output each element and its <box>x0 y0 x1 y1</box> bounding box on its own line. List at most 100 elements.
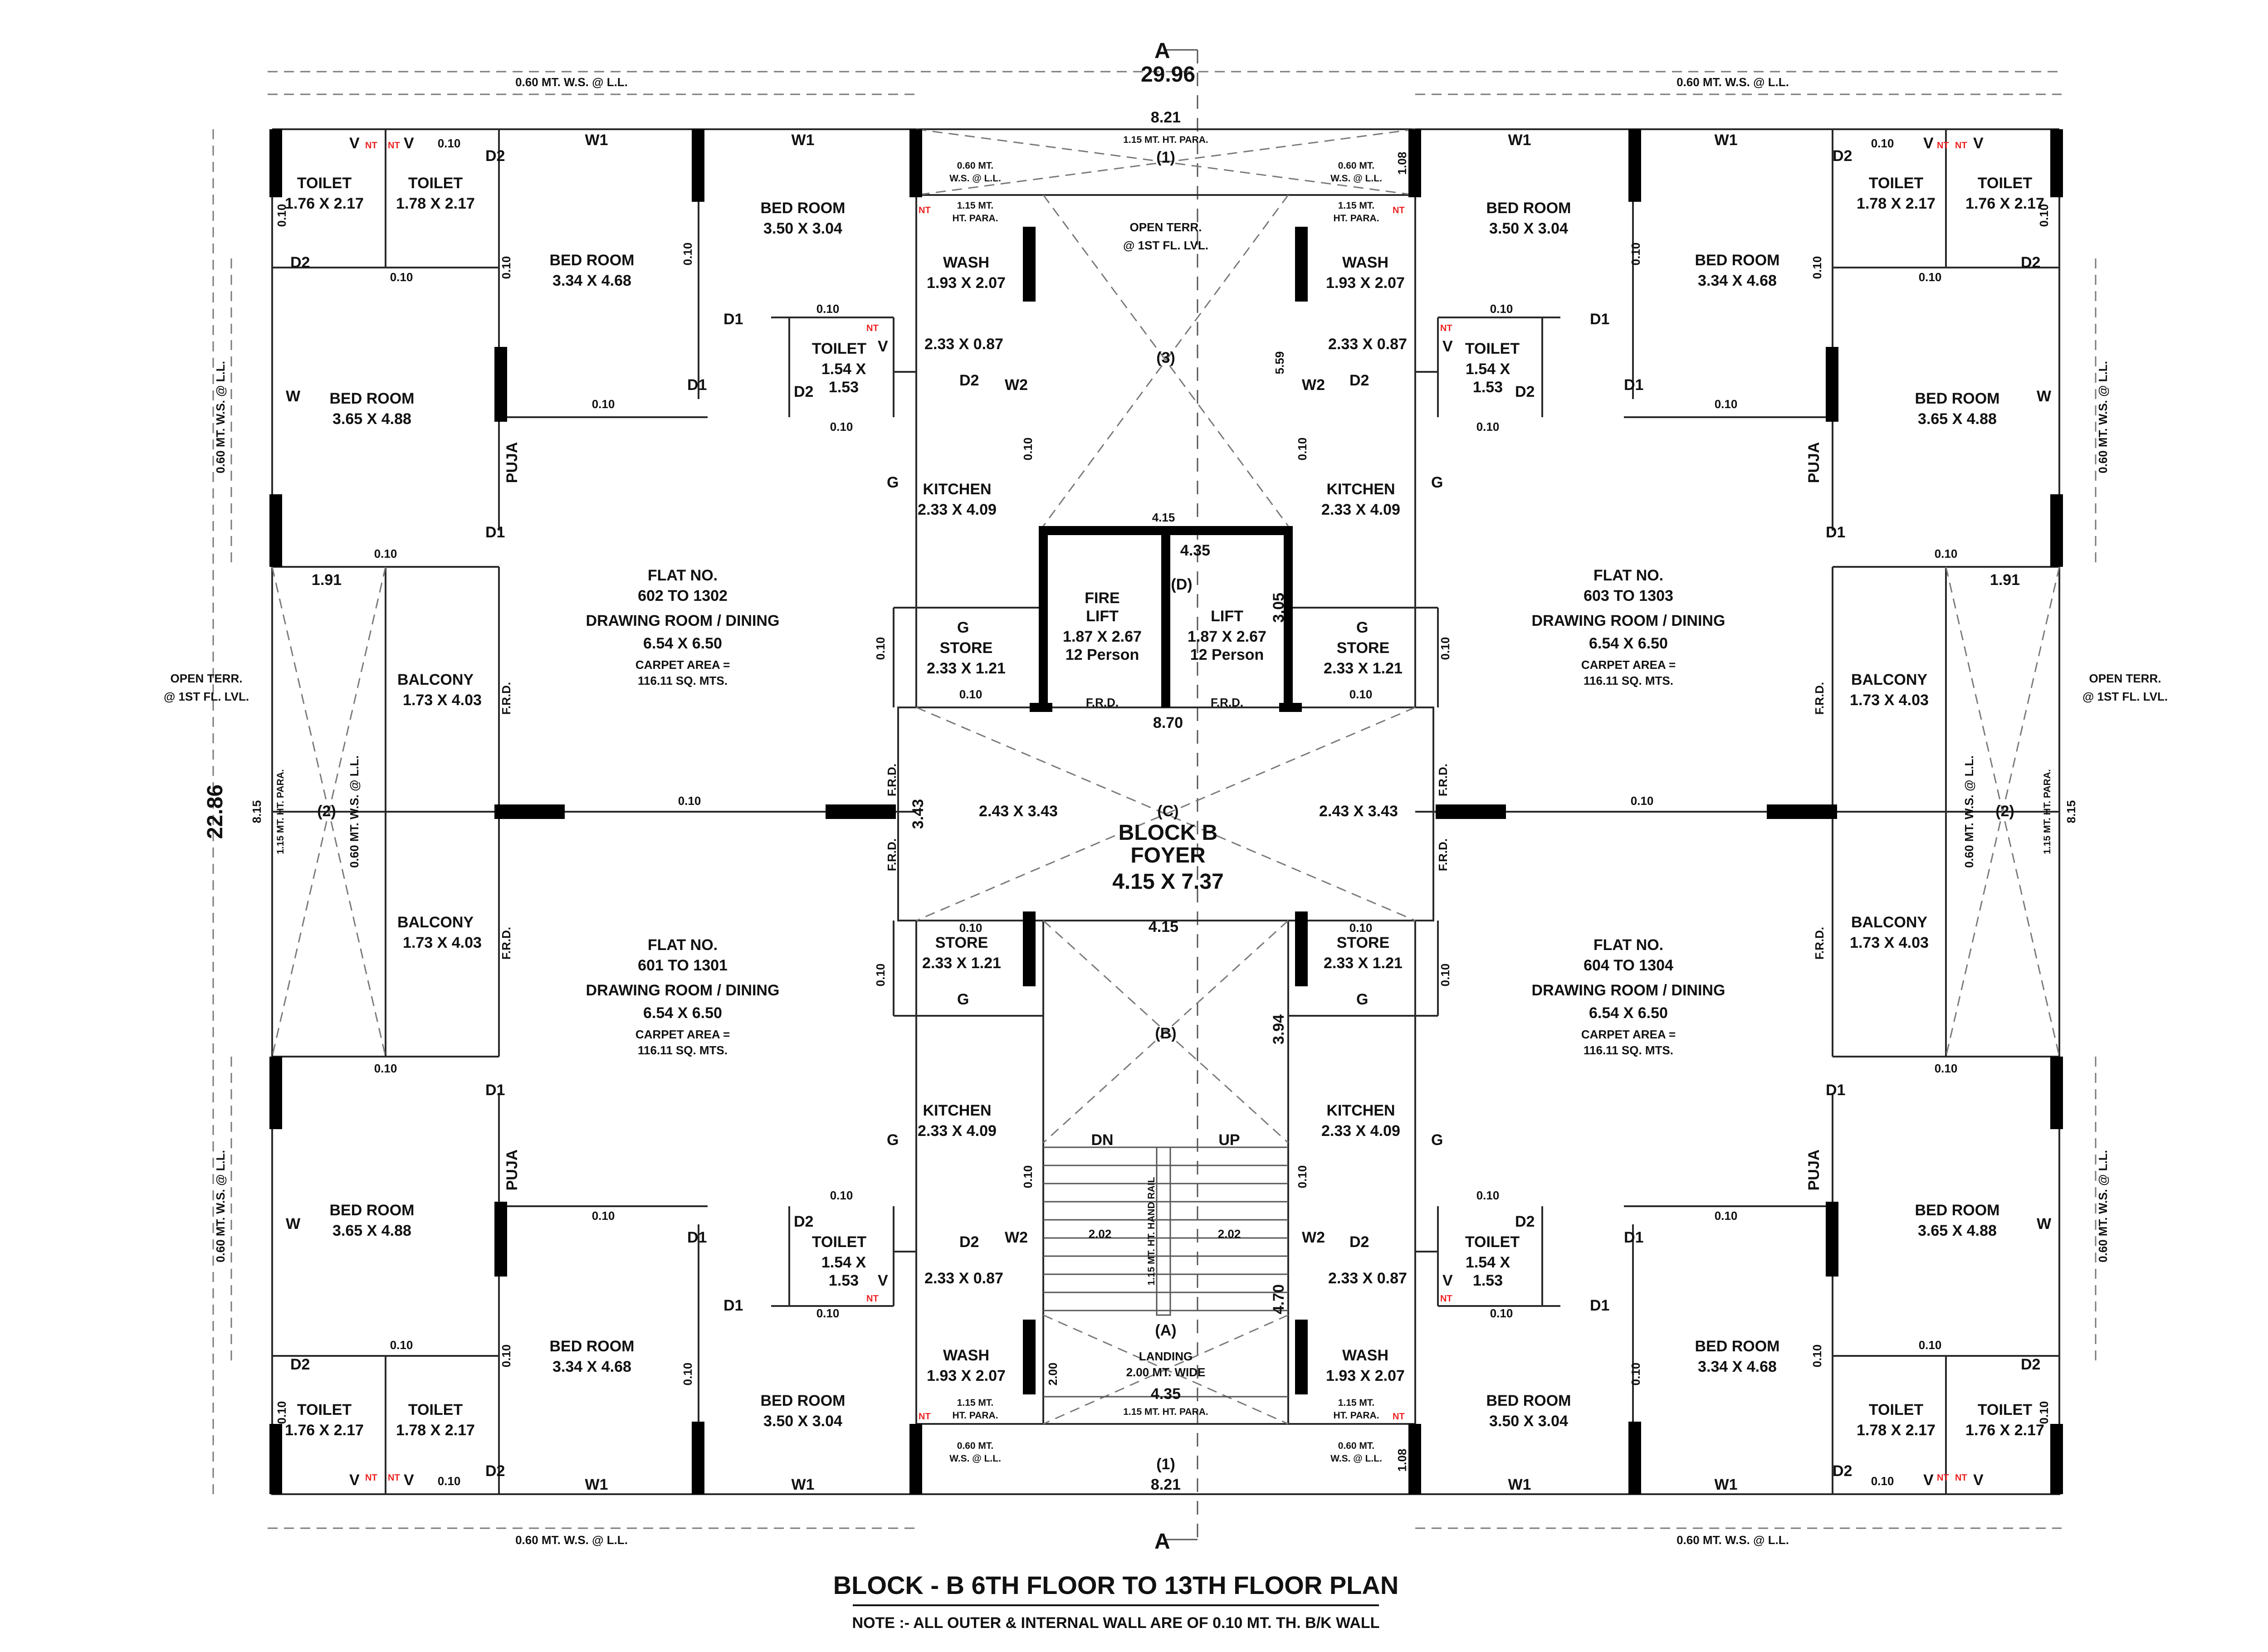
nt-d: NT <box>1393 1412 1405 1422</box>
wash-label: WASH <box>1342 254 1388 271</box>
mark-d: (D) <box>1171 576 1192 593</box>
nt-d: NT <box>919 1412 931 1422</box>
bed-label-2: BED ROOM <box>761 200 846 217</box>
frd-foyer: F.R.D. <box>885 838 899 871</box>
d1-c: D1 <box>485 1082 505 1099</box>
d2-b: D2 <box>2021 1356 2040 1373</box>
foyer-side-left: 2.43 X 3.43 <box>979 803 1058 820</box>
drawing-size: 6.54 X 6.50 <box>643 1004 722 1022</box>
frd-balcony: F.R.D. <box>499 682 513 715</box>
wall-f: 0.10 <box>374 1062 397 1075</box>
toilet-size-3a: 1.54 X <box>1466 1254 1510 1271</box>
balcony-size: 1.73 X 4.03 <box>403 692 482 709</box>
g-kitchen: G <box>887 1131 899 1149</box>
nt-a: NT <box>365 1473 377 1483</box>
toilet-size-3b: 1.53 <box>1473 379 1503 396</box>
passage: 2.33 X 0.87 <box>924 1270 1003 1287</box>
nt-b: NT <box>388 1473 400 1483</box>
wall-e: 0.10 <box>1476 420 1500 434</box>
w1-b: W1 <box>792 132 815 149</box>
kitchen-size: 2.33 X 4.09 <box>1321 501 1400 518</box>
overall-depth: 22.86 <box>203 785 227 839</box>
d1-a: D1 <box>1590 1297 1609 1314</box>
toilet-size: 1.78 X 2.17 <box>1857 195 1936 212</box>
frd-fire-lift: F.R.D. <box>1086 696 1119 709</box>
flat-label: FLAT NO. <box>1593 936 1663 954</box>
kitchen-size: 2.33 X 4.09 <box>918 501 997 518</box>
overall-width: 29.96 <box>1141 63 1195 87</box>
toilet-label: TOILET <box>297 175 352 192</box>
nt-d: NT <box>1393 205 1405 215</box>
wall-b: 0.10 <box>390 270 413 284</box>
flat-label: FLAT NO. <box>648 567 718 584</box>
d2-b: D2 <box>290 1356 310 1373</box>
ws-short-br-1: 0.60 MT. <box>1338 1441 1375 1451</box>
d2-c: D2 <box>794 1213 813 1230</box>
nt-d: NT <box>919 205 931 215</box>
para-top: 1.15 MT. HT. PARA. <box>1123 135 1208 145</box>
wash-size: 1.93 X 2.07 <box>1326 1367 1405 1384</box>
v-c: V <box>1442 338 1453 355</box>
wall-g: 0.10 <box>959 687 982 701</box>
wall-g: 0.10 <box>1349 687 1373 701</box>
ws-short-tl-2: W.S. @ L.L. <box>949 173 1001 184</box>
toilet-label-3: TOILET <box>812 1233 866 1251</box>
balcony-size: 1.73 X 4.03 <box>1850 692 1929 709</box>
ws-short-bl-2: W.S. @ L.L. <box>949 1453 1001 1464</box>
dim-559: 5.59 <box>1273 351 1286 375</box>
d1-b: D1 <box>687 376 707 394</box>
para-right-terr: 1.15 MT. HT. PARA. <box>2042 769 2053 854</box>
kitchen-size: 2.33 X 4.09 <box>1321 1122 1400 1140</box>
wall-b: 0.10 <box>1919 270 1942 284</box>
terr-right-l2: @ 1ST FL. LVL. <box>2082 690 2168 703</box>
mark-2-left: (2) <box>317 803 336 820</box>
title-block: BLOCK - B 6TH FLOOR TO 13TH FLOOR PLAN N… <box>833 1571 1399 1632</box>
puja: PUJA <box>1805 442 1823 483</box>
nt-c: NT <box>1440 1294 1452 1304</box>
ws-top-right: 0.60 MT. W.S. @ L.L. <box>1677 75 1789 89</box>
store-size: 2.33 X 1.21 <box>1324 660 1403 677</box>
drawing-size: 6.54 X 6.50 <box>643 635 722 652</box>
nt-c: NT <box>866 1294 879 1304</box>
hand-rail: 1.15 MT. HT. HAND RAIL <box>1146 1177 1157 1285</box>
dim-343: 3.43 <box>909 799 927 829</box>
ws-right-upper: 0.60 MT. W.S. @ L.L. <box>2096 361 2110 473</box>
ws-short-bl-1: 0.60 MT. <box>957 1441 994 1451</box>
v-a: V <box>1923 1472 1934 1489</box>
dim-108-top: 1.08 <box>1395 152 1409 175</box>
flat-range: 603 TO 1303 <box>1584 587 1673 604</box>
wall-d: 0.10 <box>816 302 840 316</box>
bed-label-2: BED ROOM <box>1486 200 1571 217</box>
wall-c: 0.10 <box>592 397 615 411</box>
flat-range: 601 TO 1301 <box>638 957 728 974</box>
g-kitchen: G <box>1431 474 1443 491</box>
carpet-l1: CARPET AREA = <box>635 658 730 672</box>
ws-left-upper: 0.60 MT. W.S. @ L.L. <box>214 361 227 473</box>
fire-lift-capacity: 12 Person <box>1066 646 1139 663</box>
balcony-label: BALCONY <box>1851 671 1927 688</box>
toilet-size-3b: 1.53 <box>829 379 859 396</box>
d1-c: D1 <box>1826 524 1845 541</box>
wall-d: 0.10 <box>816 1306 840 1320</box>
structural-columns <box>269 129 2063 1494</box>
bed-size-3: 3.65 X 4.88 <box>1918 1222 1997 1239</box>
dim-394: 3.94 <box>1270 1014 1287 1044</box>
kitchen-label: KITCHEN <box>1326 481 1395 498</box>
balcony-label: BALCONY <box>1851 914 1927 931</box>
terr-right-l1: OPEN TERR. <box>2089 672 2161 685</box>
toilet-label-2: TOILET <box>408 175 463 192</box>
wall-i: 0.10 <box>2037 1401 2051 1424</box>
bed-size-2: 3.50 X 3.04 <box>1489 1413 1568 1430</box>
passage: 2.33 X 0.87 <box>1328 1270 1407 1287</box>
wash-size: 1.93 X 2.07 <box>927 274 1006 292</box>
lift-size: 1.87 X 2.67 <box>1188 628 1266 645</box>
v-a: V <box>1923 135 1934 152</box>
mark-3: (3) <box>1156 349 1175 366</box>
d2-c: D2 <box>1515 1213 1535 1230</box>
puja: PUJA <box>503 442 521 483</box>
ws-short-tl-1: 0.60 MT. <box>957 161 994 171</box>
wall-k: 0.10 <box>1629 1363 1642 1386</box>
dim-415-top: 4.15 <box>1152 511 1175 524</box>
para-tl-2: HT. PARA. <box>952 213 998 224</box>
wall-l: 0.10 <box>1295 1165 1309 1189</box>
